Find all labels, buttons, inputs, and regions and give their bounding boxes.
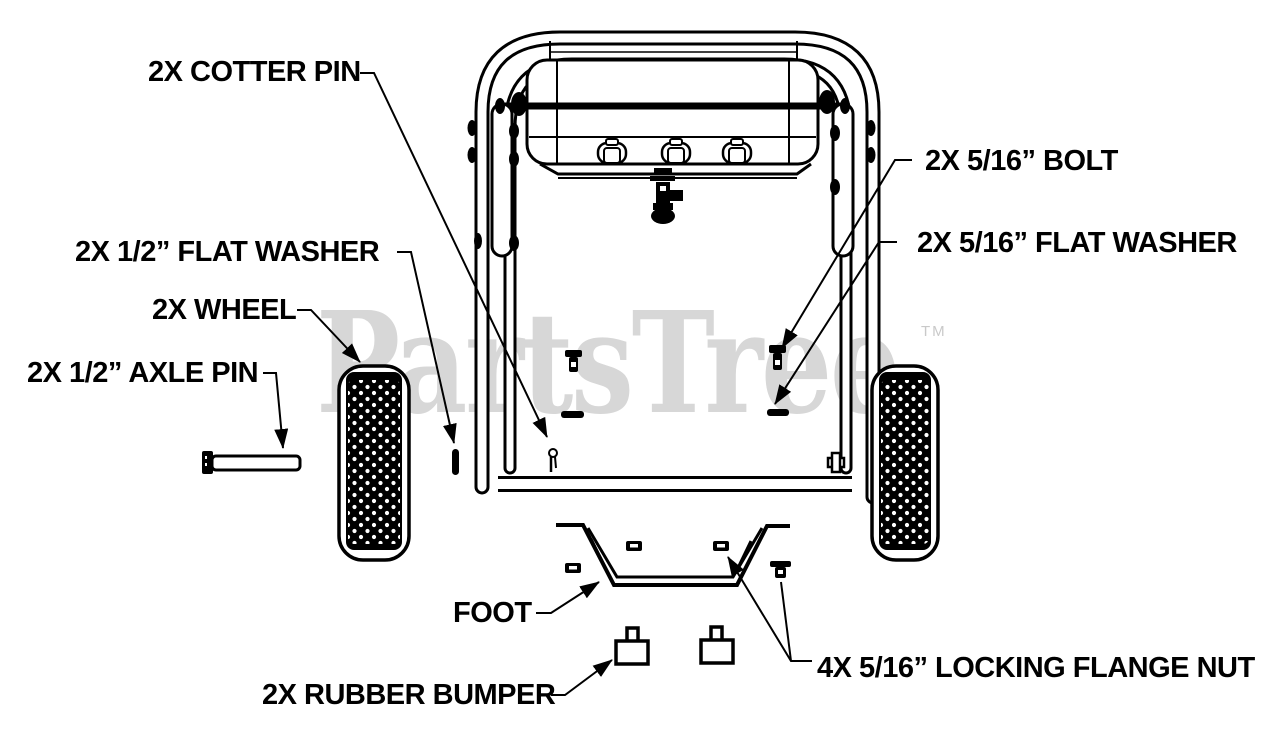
locking-flange-nuts xyxy=(565,541,791,578)
frame-cross-bolt xyxy=(826,451,846,474)
left-wheel xyxy=(337,364,411,562)
frame-bolt-bumps xyxy=(467,90,876,251)
right-wheel xyxy=(870,364,940,562)
half-washer-edge xyxy=(452,449,459,475)
leader-axle-pin xyxy=(263,372,289,449)
leader-flat-washer xyxy=(774,241,897,405)
left-flat-washer xyxy=(561,411,584,418)
leader-flange-nut-b xyxy=(780,581,792,662)
axle-pin xyxy=(202,451,302,474)
cotter-pin xyxy=(548,448,558,472)
label-flat-washer: 2X 5/16” FLAT WASHER xyxy=(917,227,1237,259)
label-wheel: 2X WHEEL xyxy=(152,294,297,326)
label-foot: FOOT xyxy=(453,597,532,629)
leader-lines xyxy=(263,72,912,696)
label-axle-pin: 2X 1/2” AXLE PIN xyxy=(27,357,259,389)
foot-bracket xyxy=(556,523,790,587)
watermark-tm: TM xyxy=(921,323,947,340)
watermark-text: PartsTree xyxy=(316,282,901,446)
right-flat-washer xyxy=(767,409,789,416)
panel-mount-bosses xyxy=(596,138,753,165)
label-half-flat-washer: 2X 1/2” FLAT WASHER xyxy=(75,236,380,268)
label-rubber-bumper: 2X RUBBER BUMPER xyxy=(262,679,556,711)
leader-bolt xyxy=(781,159,912,349)
frame-outer-tube xyxy=(474,30,881,505)
leader-cotter-pin xyxy=(360,72,548,438)
leader-rubber-bumper xyxy=(551,659,613,696)
label-bolt: 2X 5/16” BOLT xyxy=(925,145,1118,177)
label-cotter-pin: 2X COTTER PIN xyxy=(148,56,361,88)
leader-foot xyxy=(536,581,600,614)
label-locking-flange-nut: 4X 5/16” LOCKING FLANGE NUT xyxy=(817,652,1255,684)
right-bolt xyxy=(769,345,786,370)
leader-half-flat-washer xyxy=(397,251,457,444)
left-bolt xyxy=(565,350,582,372)
rubber-bumpers xyxy=(614,625,735,666)
leader-flange-nut-a xyxy=(727,556,812,662)
leader-wheel xyxy=(297,309,361,363)
drain-valve xyxy=(650,168,683,224)
